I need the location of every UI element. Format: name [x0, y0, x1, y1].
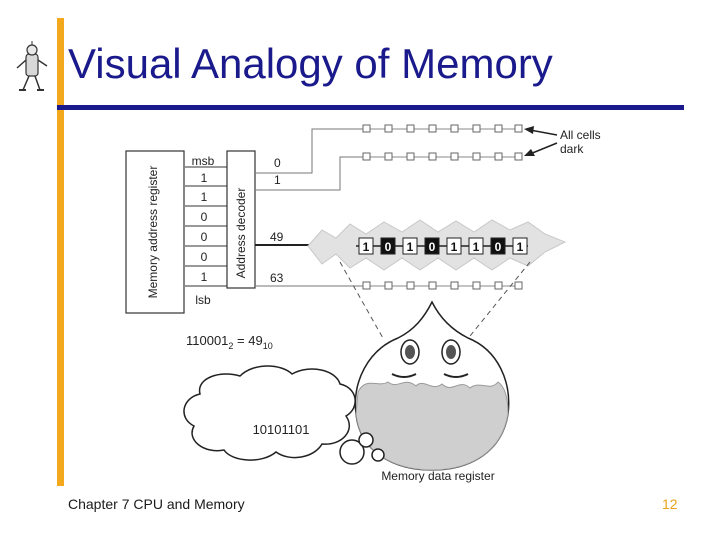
title-underline-bar — [57, 105, 684, 110]
register-bit: 1 — [201, 270, 208, 284]
slide-footer: Chapter 7 CPU and Memory — [68, 496, 245, 512]
row49-bit: 1 — [363, 240, 370, 254]
row49-bit: 1 — [517, 240, 524, 254]
row49-bit: 1 — [407, 240, 414, 254]
cell-row-63 — [362, 281, 523, 290]
register-bit: 0 — [201, 250, 208, 264]
equation-base-left: 2 — [228, 341, 233, 351]
slide-title: Visual Analogy of Memory — [68, 40, 553, 87]
thought-value: 10101101 — [253, 422, 310, 437]
mar-label: Memory address register — [146, 166, 160, 299]
cells-note-line1: All cells — [560, 128, 601, 142]
line-label-63: 63 — [270, 271, 284, 285]
row49-bit: 0 — [495, 240, 502, 254]
mascot-icon — [16, 41, 48, 91]
lsb-label: lsb — [195, 293, 211, 307]
register-bit: 0 — [201, 230, 208, 244]
msb-label: msb — [192, 154, 215, 168]
equation-base-right: 10 — [263, 341, 273, 351]
thought-bubble-small — [371, 448, 385, 462]
cell-row-1 — [362, 152, 523, 161]
line-label-49: 49 — [270, 230, 284, 244]
register-bit: 1 — [201, 190, 208, 204]
mar-box — [125, 150, 185, 314]
register-bit: 1 — [201, 171, 208, 185]
address-equation: 1100012 = 4910 — [186, 333, 273, 351]
equation-rhs: = 49 — [233, 333, 262, 348]
line-label-0: 0 — [274, 156, 281, 170]
cell-row-49: 1 0 1 0 1 1 0 1 — [356, 237, 528, 255]
address-decoder-box — [226, 150, 256, 289]
line-label-1: 1 — [274, 173, 281, 187]
register-bit: 0 — [201, 210, 208, 224]
row49-bit: 1 — [451, 240, 458, 254]
cells-note-line2: dark — [560, 142, 584, 156]
thought-bubble-medium — [358, 432, 374, 448]
equation-binary: 110001 — [186, 333, 228, 348]
decoder-label: Address decoder — [234, 188, 248, 279]
page-number: 12 — [662, 496, 678, 512]
memory-head-figure — [354, 300, 510, 471]
row49-bit: 0 — [385, 240, 392, 254]
thought-bubble-large — [339, 439, 365, 465]
row49-bit: 1 — [473, 240, 480, 254]
cell-row-0 — [362, 124, 523, 133]
accent-vertical-bar — [57, 18, 64, 486]
mdr-label: Memory data register — [381, 469, 494, 483]
row49-bit: 0 — [429, 240, 436, 254]
thought-cloud — [183, 365, 356, 461]
